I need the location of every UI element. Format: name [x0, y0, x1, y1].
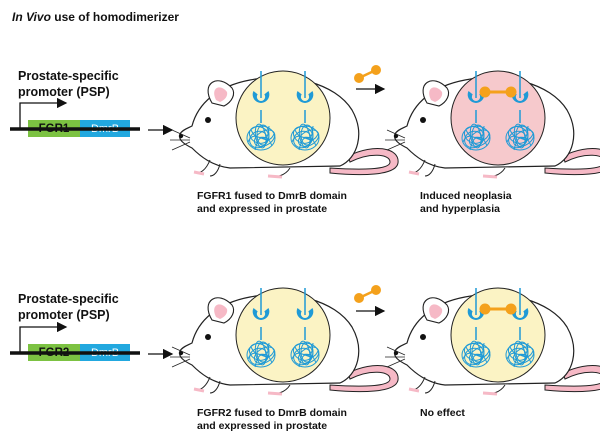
prostate-icon — [235, 70, 331, 166]
dimerizer-icon — [354, 65, 381, 83]
title-rest: use of homodimerizer — [50, 10, 179, 24]
title-italic: In Vivo — [12, 10, 51, 24]
construct-row1 — [10, 97, 140, 131]
caption-line1: Induced neoplasia — [420, 190, 512, 202]
figure-title: In Vivo use of homodimerizer — [12, 10, 179, 24]
construct-row2 — [10, 321, 140, 355]
prostate-icon — [235, 287, 331, 383]
caption-line1: No effect — [420, 407, 465, 419]
promoter-label-line2: promoter (PSP) — [18, 85, 110, 99]
caption-line2: and expressed in prostate — [197, 203, 328, 215]
promoter-label-line1: Prostate-specific — [18, 292, 119, 306]
prostate-icon — [450, 287, 546, 383]
caption-line2: and hyperplasia — [420, 203, 500, 215]
dimerizer-icon — [354, 285, 381, 303]
caption-left-row2: FGFR2 fused to DmrB domain and expressed… — [197, 407, 347, 433]
caption-left-row1: FGFR1 fused to DmrB domain and expressed… — [197, 190, 347, 216]
promoter-arrow-icon — [19, 97, 68, 129]
caption-line2: and expressed in prostate — [197, 420, 328, 432]
caption-right-row1: Induced neoplasia and hyperplasia — [420, 190, 512, 216]
prostate-icon — [450, 70, 546, 166]
promoter-label-line2: promoter (PSP) — [18, 308, 110, 322]
promoter-label-row2: Prostate-specific promoter (PSP) — [18, 291, 119, 323]
caption-line1: FGFR1 fused to DmrB domain — [197, 190, 347, 202]
caption-line1: FGFR2 fused to DmrB domain — [197, 407, 347, 419]
promoter-label-row1: Prostate-specific promoter (PSP) — [18, 68, 119, 100]
caption-right-row2: No effect — [420, 407, 465, 420]
promoter-label-line1: Prostate-specific — [18, 69, 119, 83]
promoter-arrow-icon — [19, 321, 68, 353]
